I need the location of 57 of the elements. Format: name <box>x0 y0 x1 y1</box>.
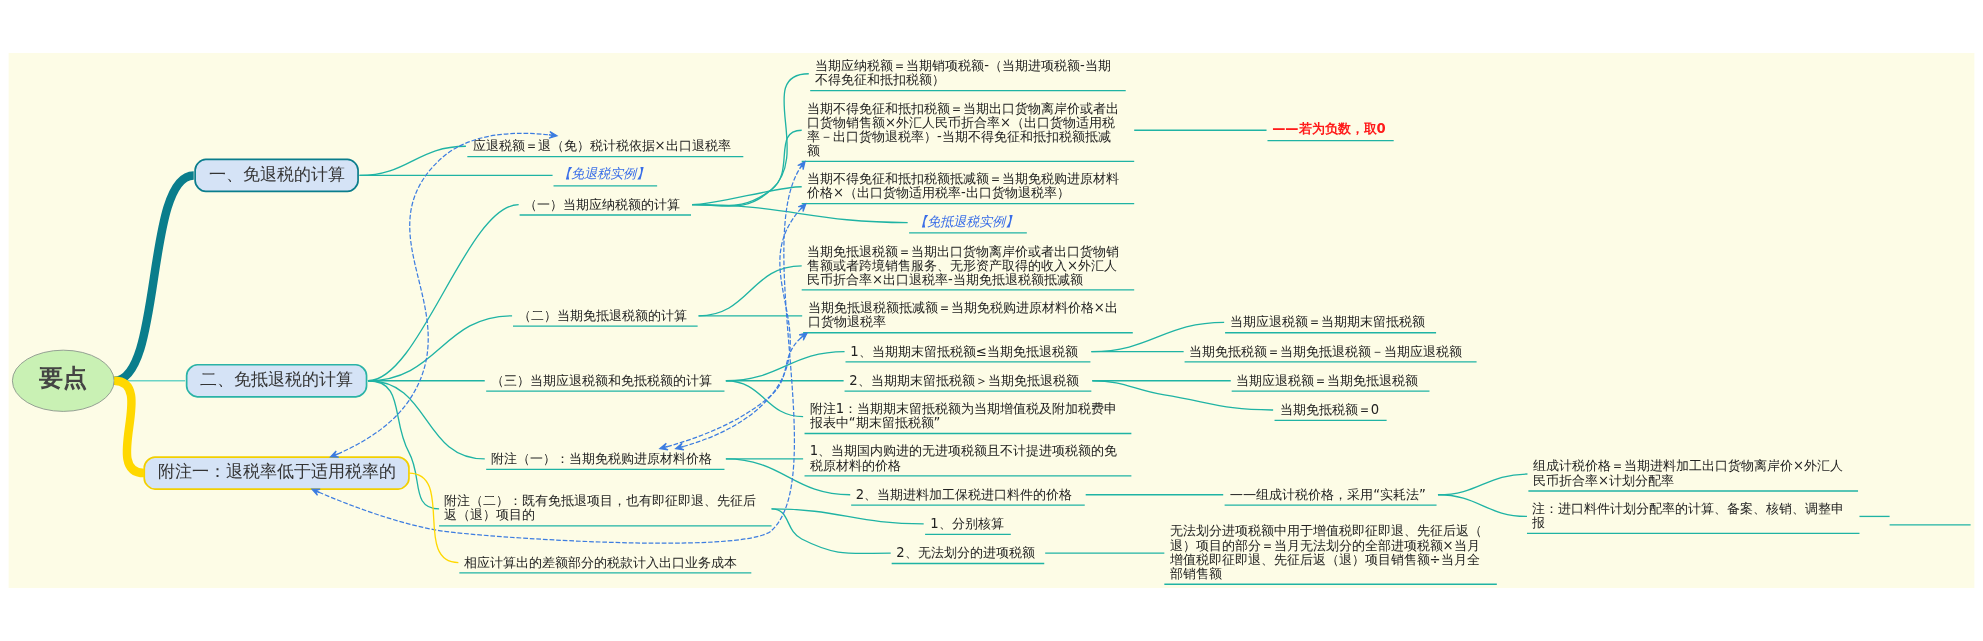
node-text: 1、当期国内购进的无进项税额且不计提进项税额的免税原材料的价格 <box>809 443 1118 473</box>
node-text: 当期应退税额＝当期期末留抵税额 <box>1229 314 1425 330</box>
connector <box>408 472 460 564</box>
connector <box>725 458 851 496</box>
arrow <box>659 332 808 451</box>
node-text: 1、分别核算 <box>930 515 1004 531</box>
node-bar <box>1888 524 1972 526</box>
node-text: ——组成计税价格，采用“实耗法” <box>1229 486 1426 502</box>
node-text: 组成计税价格＝当期进料加工出口货物离岸价×外汇人民币折合率×计划分配率 <box>1533 458 1844 488</box>
node-box: 附注一：退税率低于适用税率的 <box>143 456 410 490</box>
node-text: （二）当期免抵退税额的计算 <box>517 307 687 323</box>
node-text: 2、当期进料加工保税进口料件的价格 <box>855 486 1073 502</box>
arrow <box>329 130 558 458</box>
node-box: 二、免抵退税的计算 <box>185 363 368 398</box>
node-text: 当期应纳税额＝当期销项税额-（当期进项税额-当期不得免征和抵扣税额） <box>815 58 1111 88</box>
connector <box>1858 515 1891 518</box>
node-text: 注：进口料件计划分配率的计算、备案、核销、调整申报 <box>1532 500 1845 530</box>
node-text: 当期免抵退税额＝当期出口货物离岸价或者出口货物销售额或者跨境销售服务、无形资产取得的收入×外汇人民币折合率×出口退税率-当期免抵退税额抵减额 <box>806 243 1119 287</box>
node-text: 相应计算出的差额部分的税款计入出口业务成本 <box>464 554 738 570</box>
connector <box>1091 380 1274 411</box>
connector <box>1044 552 1165 554</box>
node-text: ——若为负数，取0 <box>1272 121 1386 137</box>
connector <box>358 174 554 177</box>
node-text: （一）当期应纳税额的计算 <box>524 196 681 212</box>
node-text: 当期免抵税额＝0 <box>1279 401 1380 417</box>
node-text: 当期应退税额＝当期免抵退税额 <box>1236 372 1419 388</box>
node-text: 【免退税实例】 <box>558 166 650 182</box>
node-text: （三）当期应退税额和免抵税额的计算 <box>491 372 713 388</box>
node-text: 无法划分进项税额中用于增值税即征即退、先征后返（退）项目的部分＝当月无法划分的全部进项税额×当月增值税即征即退、先征后返（退）项目销售额÷当月全部销售额 <box>1169 523 1482 581</box>
connector <box>367 380 440 510</box>
connector <box>1133 129 1268 131</box>
arrow <box>311 160 806 544</box>
arrow <box>675 203 807 451</box>
node-text: 当期不得免征和抵扣税额＝当期出口货物离岸价或者出口货物销售额×外汇人民币折合率×（出口货物适用税率－出口货物退税率）-当期不得免征和抵扣税额抵减额 <box>806 100 1119 158</box>
node-text: 2、无法划分的进项税额 <box>896 545 1035 561</box>
node-text: 应退税额＝退（免）税计税依据×出口退税率 <box>472 138 731 154</box>
node-text: 当期免抵退税额抵减额＝当期免税购进原材料价格×出口货物退税率 <box>807 300 1118 330</box>
connector <box>697 265 803 317</box>
connector <box>1437 494 1528 518</box>
connector <box>725 380 804 418</box>
node-box: 一、免退税的计算 <box>194 158 359 193</box>
node-text: 2、当期期末留抵税额＞当期免抵退税额 <box>849 372 1079 388</box>
connector <box>113 376 146 478</box>
connector <box>697 315 803 317</box>
connector <box>1090 350 1185 353</box>
node-text: 【免抵退税实例】 <box>914 213 1019 229</box>
connector <box>1090 321 1225 353</box>
connector <box>1085 494 1224 496</box>
connector <box>770 508 892 555</box>
node-text: 附注（一）：当期免税购进原材料价格 <box>491 450 713 466</box>
node-text: 当期不得免征和抵扣税额抵减额＝当期免税购进原材料价格×（出口货物适用税率-出口货物退税率） <box>806 171 1119 201</box>
node-text: 附注（二）：既有免抵退项目，也有即征即退、先征后返（退）项目的 <box>444 493 757 523</box>
connector <box>691 204 909 224</box>
node-ellipse: 要点 <box>11 349 115 412</box>
node-text: 当期免抵税额＝当期免抵退税额－当期应退税额 <box>1189 343 1463 359</box>
node-text: 1、当期期末留抵税额≤当期免抵退税额 <box>850 343 1078 359</box>
node-text: 附注1：当期期末留抵税额为当期增值税及附加税费申报表中“期末留抵税额” <box>809 400 1118 431</box>
